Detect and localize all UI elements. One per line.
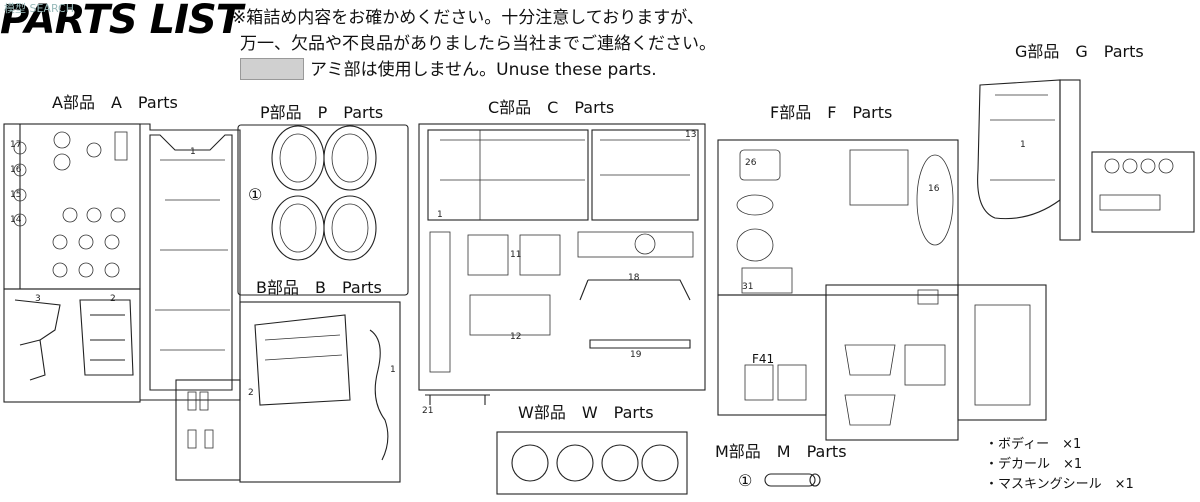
notice-line-2: 万一、欠品や不良品がありましたら当社までご連絡ください。 (240, 34, 716, 54)
m-quantity-marker: ① (738, 471, 753, 490)
a-num-3: 3 (35, 294, 41, 304)
c-num-11: 11 (510, 250, 522, 260)
a-num-17: 17 (10, 140, 22, 150)
a-num-2: 2 (110, 294, 116, 304)
m-part (764, 473, 821, 487)
section-label-m: M部品 M Parts (715, 442, 847, 461)
p-quantity-marker: ① (248, 185, 263, 204)
c-num-19: 19 (630, 350, 642, 360)
parts-list-logo: PARTS LIST (0, 0, 243, 43)
a-runner (3, 123, 241, 403)
b-num-2: 2 (248, 388, 254, 398)
w-runner (496, 431, 688, 495)
c-num-12: 12 (510, 332, 522, 342)
section-label-a: A部品 A Parts (52, 93, 178, 112)
extra-masking: ・マスキングシール ×1 (985, 477, 1134, 492)
a-num-14: 14 (10, 215, 22, 225)
g-num-1: 1 (1020, 140, 1026, 150)
c-num-1: 1 (437, 210, 443, 220)
section-label-b: B部品 B Parts (256, 278, 382, 297)
g-runner (977, 79, 1195, 241)
f41-label: F41 (752, 352, 775, 366)
section-label-g: G部品 G Parts (1015, 42, 1144, 61)
c-num-21: 21 (422, 406, 434, 416)
notice-line-3: アミ部は使用しません。Unuse these parts. (310, 60, 657, 80)
b-num-1: 1 (390, 365, 396, 375)
extra-body: ・ボディー ×1 (985, 437, 1082, 452)
p-tires (237, 124, 409, 296)
f-num-18: 16 (928, 184, 940, 194)
section-label-w: W部品 W Parts (518, 403, 654, 422)
unused-parts-swatch (240, 58, 304, 80)
a-num-16: 16 (10, 165, 22, 175)
section-label-p: P部品 P Parts (260, 103, 384, 122)
b-runner (175, 301, 401, 483)
a-num-1: 1 (190, 147, 196, 157)
extra-decal: ・デカール ×1 (985, 457, 1083, 472)
a-num-15: 15 (10, 190, 22, 200)
c-num-18: 18 (628, 273, 640, 283)
c-num-13: 13 (685, 130, 697, 140)
section-label-f: F部品 F Parts (770, 103, 893, 122)
f-num-33: 31 (742, 282, 754, 292)
c-runner (418, 123, 706, 405)
section-label-c: C部品 C Parts (488, 98, 615, 117)
watermark: 模型 SEARCH (4, 2, 75, 15)
f-runner (717, 139, 1047, 441)
parts-list-logo-text: PARTS LIST (0, 0, 243, 43)
f-num-28: 26 (745, 158, 757, 168)
notice-line-1: ※箱詰め内容をお確かめください。十分注意しておりますが、 (232, 8, 704, 28)
